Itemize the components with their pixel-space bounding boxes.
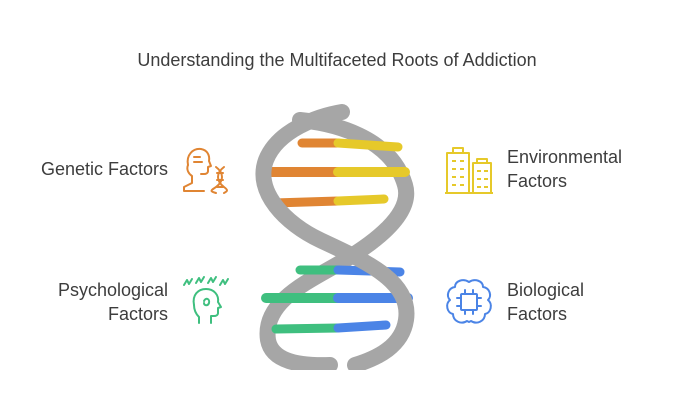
environmental-factors-line1: Environmental <box>507 147 623 167</box>
helix-front-strand <box>255 104 415 370</box>
biological-rung-3 <box>333 320 391 333</box>
psychological-factors-label: Psychological Factors <box>20 278 168 326</box>
environmental-rung-3 <box>333 194 389 206</box>
genetic-factors-line1: Genetic Factors <box>40 159 168 179</box>
psychological-factors-line1: Psychological <box>57 280 168 300</box>
genetic-rung-3 <box>269 196 343 208</box>
environmental-rung-1 <box>333 138 403 152</box>
buildings-icon <box>445 147 493 194</box>
biological-factors-label: Biological Factors <box>507 278 667 326</box>
genetic-factors-label: Genetic Factors <box>20 157 168 181</box>
dna-head-icon <box>183 147 228 194</box>
biological-factors-line1: Biological <box>507 280 585 300</box>
psychological-rung-3 <box>271 323 343 334</box>
diagram-title: Understanding the Multifaceted Roots of … <box>137 50 537 70</box>
biological-factors-line2: Factors <box>507 304 568 324</box>
environmental-factors-label: Environmental Factors <box>507 145 667 193</box>
psychological-factors-line2: Factors <box>107 304 168 324</box>
environmental-factors-line2: Factors <box>507 171 568 191</box>
brain-chip-icon <box>446 279 492 324</box>
dna-helix <box>255 104 415 370</box>
stressed-head-icon <box>183 276 229 324</box>
